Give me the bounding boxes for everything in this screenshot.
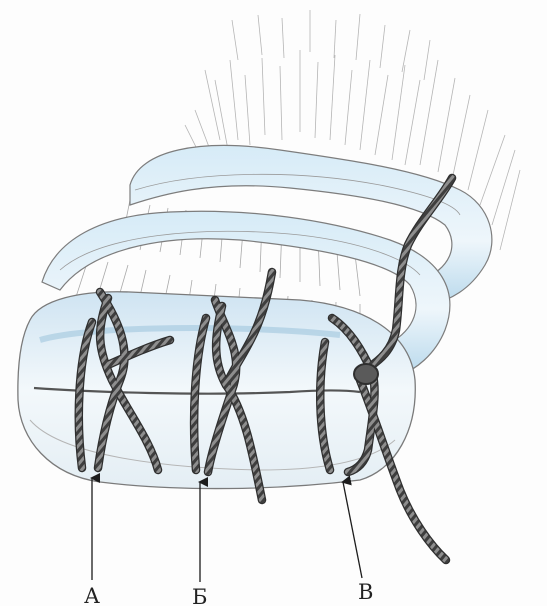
label-v: В (358, 580, 373, 604)
label-a: А (84, 584, 100, 606)
pointer-arrows (92, 478, 362, 582)
label-b: Б (192, 585, 207, 606)
arrow-v (343, 482, 362, 578)
